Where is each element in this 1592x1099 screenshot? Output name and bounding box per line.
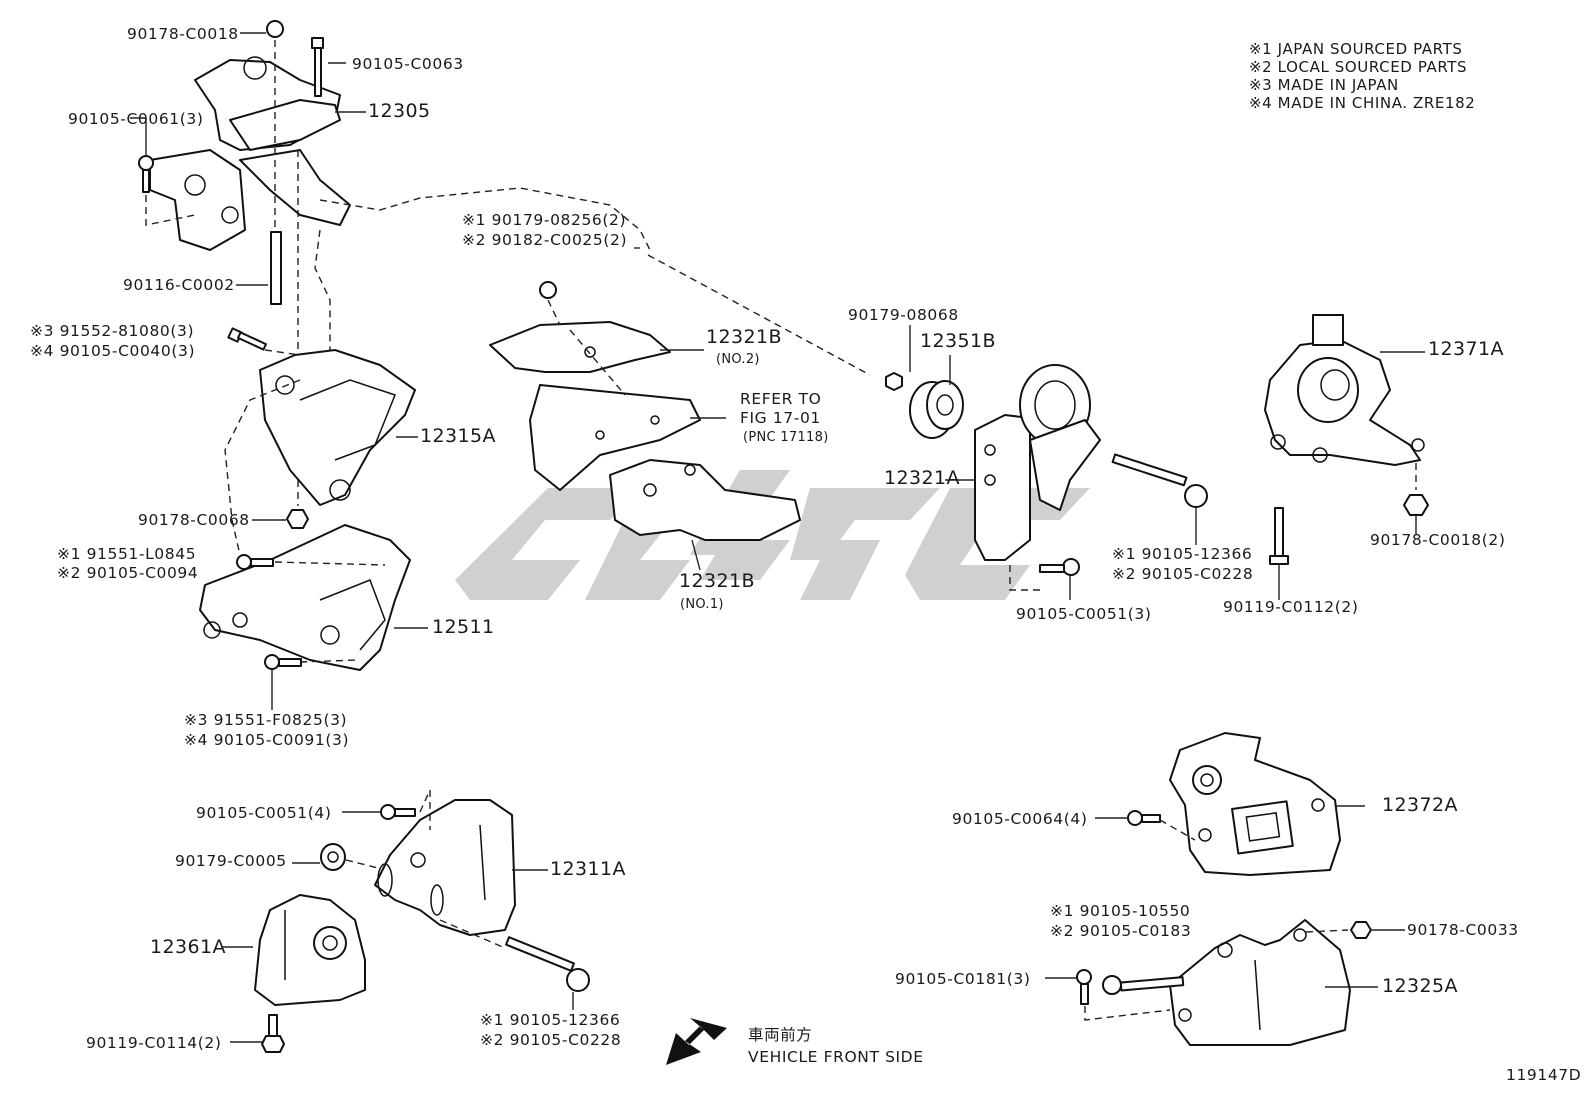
label-90105-C0040[interactable]: ※4 90105-C0040(3) [30, 342, 196, 360]
label-90178-C0068[interactable]: 90178-C0068 [138, 511, 250, 529]
notes-block: ※1 JAPAN SOURCED PARTS ※2 LOCAL SOURCED … [1249, 40, 1475, 112]
mount-12371A-drawing [1264, 314, 1425, 466]
bracket-12311A-drawing [374, 799, 516, 936]
bracket-12325A-drawing [1169, 919, 1351, 1046]
note-1: ※1 JAPAN SOURCED PARTS [1249, 40, 1463, 58]
label-90105-C0063[interactable]: 90105-C0063 [352, 55, 464, 73]
label-90105-C0228-a[interactable]: ※2 90105-C0228 [1112, 565, 1254, 583]
label-90179-08068[interactable]: 90179-08068 [848, 306, 959, 324]
nut-90178-C0033-drawing [1350, 921, 1372, 939]
label-12315A[interactable]: 12315A [420, 425, 496, 447]
label-90178-C0033[interactable]: 90178-C0033 [1407, 921, 1519, 939]
nut-90179-C0005-drawing [320, 843, 346, 871]
label-12305[interactable]: 12305 [368, 100, 431, 122]
label-90182-C0025[interactable]: ※2 90182-C0025(2) [462, 231, 628, 249]
label-12321B-no1-sub: (NO.1) [680, 597, 724, 612]
label-90105-C0181[interactable]: 90105-C0181(3) [895, 970, 1031, 988]
label-12321A[interactable]: 12321A [884, 467, 960, 489]
label-12325A[interactable]: 12325A [1382, 975, 1458, 997]
label-90105-12366-b[interactable]: ※1 90105-12366 [480, 1011, 621, 1029]
label-90119-C0112[interactable]: 90119-C0112(2) [1223, 598, 1359, 616]
bolt-90105-12366-a-drawing [1111, 453, 1208, 508]
bolt-90105-12366-b-drawing [505, 936, 590, 992]
note-2: ※2 LOCAL SOURCED PARTS [1249, 58, 1468, 76]
label-90179-C0005[interactable]: 90179-C0005 [175, 852, 287, 870]
label-90178-C0018[interactable]: 90178-C0018 [127, 25, 239, 43]
label-90119-C0114[interactable]: 90119-C0114(2) [86, 1034, 222, 1052]
label-90105-C0064[interactable]: 90105-C0064(4) [952, 810, 1088, 828]
mount-12372A-drawing [1169, 732, 1341, 876]
nut-90179-08068-drawing [885, 372, 903, 391]
label-90105-C0091[interactable]: ※4 90105-C0091(3) [184, 731, 350, 749]
label-90105-C0094[interactable]: ※2 90105-C0094 [57, 564, 199, 582]
bolt-90178-C0018-drawing [266, 20, 284, 38]
bolt-90105-C0064-drawing [1127, 810, 1161, 826]
mount-12305-drawing [149, 56, 351, 305]
label-12311A[interactable]: 12311A [550, 858, 626, 880]
label-12361A[interactable]: 12361A [150, 936, 226, 958]
mount-12361A-drawing [254, 894, 366, 1006]
label-90105-12366-a[interactable]: ※1 90105-12366 [1112, 545, 1253, 563]
nut-90178-C0018-2-drawing [1403, 494, 1429, 516]
refer-text-1: REFER TO [740, 390, 822, 408]
bracket-12321B-no2-drawing [489, 321, 671, 373]
figure-id: 119147D [1506, 1066, 1582, 1084]
label-12321B-no1[interactable]: 12321B [679, 570, 755, 592]
bracket-12321B-no1-drawing [609, 459, 801, 541]
label-91551-F0825[interactable]: ※3 91551-F0825(3) [184, 711, 348, 729]
bolt-91551-F0825-drawing [264, 654, 302, 670]
note-4: ※4 MADE IN CHINA. ZRE182 [1249, 94, 1476, 112]
bracket-12315A-drawing [259, 349, 416, 506]
nut-90179-08256-drawing [539, 281, 557, 299]
bolt-90105-C0181-drawing [1076, 969, 1092, 1005]
label-90105-C0051-3[interactable]: 90105-C0051(3) [1016, 605, 1152, 623]
label-12351B[interactable]: 12351B [920, 330, 996, 352]
bolt-90105-10550-drawing [1102, 975, 1185, 995]
vehicle-front-jp: 車両前方 [748, 1026, 813, 1044]
bolt-91552-81080-drawing [227, 327, 267, 351]
bolt-90119-C0112-drawing [1269, 507, 1289, 565]
label-12511[interactable]: 12511 [432, 616, 495, 638]
refer-text-2[interactable]: FIG 17-01 [740, 409, 821, 427]
label-90105-C0183[interactable]: ※2 90105-C0183 [1050, 922, 1192, 940]
label-12371A[interactable]: 12371A [1428, 338, 1504, 360]
label-12321B-no2[interactable]: 12321B [706, 326, 782, 348]
bolt-90105-C0051-4-drawing [380, 804, 416, 820]
label-90178-C0018-2[interactable]: 90178-C0018(2) [1370, 531, 1506, 549]
vehicle-front-arrow-icon [666, 1018, 727, 1065]
label-90105-C0051-4[interactable]: 90105-C0051(4) [196, 804, 332, 822]
bolt-91551-L0845-drawing [236, 554, 274, 570]
vehicle-front-en: VEHICLE FRONT SIDE [748, 1048, 924, 1066]
note-3: ※3 MADE IN JAPAN [1249, 76, 1399, 94]
nut-90178-C0068-drawing [286, 509, 309, 529]
label-90105-10550[interactable]: ※1 90105-10550 [1050, 902, 1191, 920]
label-91552-81080[interactable]: ※3 91552-81080(3) [30, 322, 195, 340]
bolt-90119-C0114-drawing [261, 1014, 285, 1053]
bracket-12511-drawing [199, 524, 411, 671]
label-90105-C0061[interactable]: 90105-C0061(3) [68, 110, 204, 128]
refer-text-3: (PNC 17118) [743, 430, 829, 445]
bushing-12351B-drawing [909, 380, 964, 439]
label-90116-C0002[interactable]: 90116-C0002 [123, 276, 235, 294]
refer-bracket-drawing [529, 384, 701, 491]
label-12321B-no2-sub: (NO.2) [716, 352, 760, 367]
label-12372A[interactable]: 12372A [1382, 794, 1458, 816]
bolt-90105-C0063-drawing [311, 37, 324, 97]
label-90105-C0228-b[interactable]: ※2 90105-C0228 [480, 1031, 622, 1049]
bolt-90105-C0051-3-drawing [1039, 558, 1080, 576]
bracket-12321A-drawing [974, 364, 1101, 561]
label-90179-08256[interactable]: ※1 90179-08256(2) [462, 211, 627, 229]
label-91551-L0845[interactable]: ※1 91551-L0845 [57, 545, 197, 563]
